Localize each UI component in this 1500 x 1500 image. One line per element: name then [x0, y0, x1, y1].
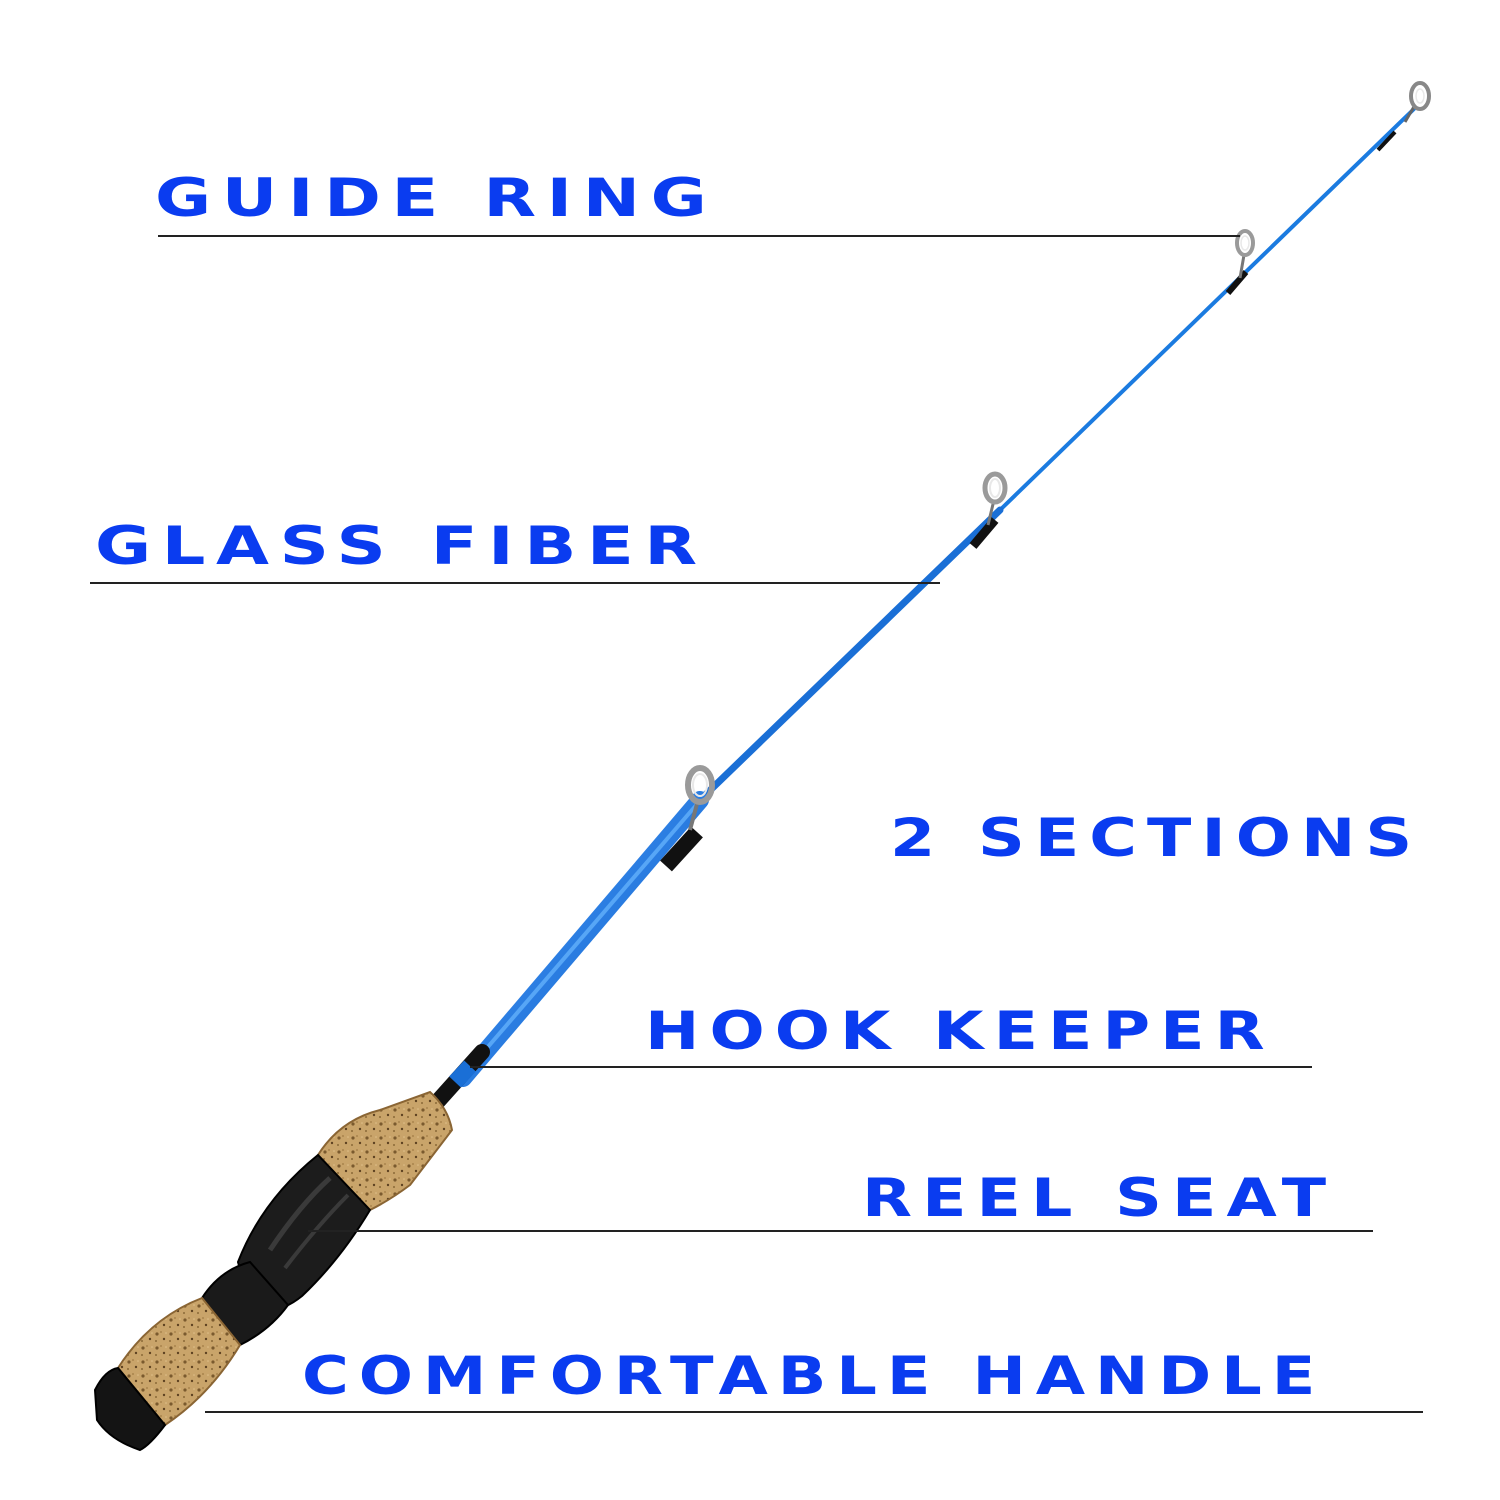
guide-ring-icon — [685, 765, 715, 831]
reel-seat-label: REEL SEAT — [862, 1167, 1337, 1229]
guide-ring-icon — [982, 471, 1008, 526]
ferrule-wrap — [660, 826, 703, 872]
rod-tip-section — [998, 106, 1417, 512]
front-cork-grip — [316, 1090, 454, 1212]
tip-top-icon — [1403, 81, 1431, 123]
guide-ring-label: GUIDE RING — [155, 167, 718, 229]
reel-seat-leader-line — [308, 1230, 1373, 1232]
guide-ring-leader-line — [158, 235, 1240, 237]
rear-cork-handle — [116, 1296, 242, 1427]
guide-ring-icon — [1235, 229, 1255, 279]
comfortable-handle-leader-line — [205, 1411, 1423, 1413]
comfortable-handle-label: COMFORTABLE HANDLE — [302, 1345, 1326, 1407]
glass-fiber-label: GLASS FIBER — [95, 515, 708, 577]
rod-glass-fiber-section — [696, 506, 1004, 804]
two-sections-label: 2 SECTIONS — [890, 807, 1423, 869]
hook-keeper-label: HOOK KEEPER — [645, 1000, 1275, 1062]
hook-keeper-leader-line — [470, 1066, 1312, 1068]
glass-fiber-leader-line — [90, 582, 940, 584]
butt-cap — [93, 1366, 167, 1452]
